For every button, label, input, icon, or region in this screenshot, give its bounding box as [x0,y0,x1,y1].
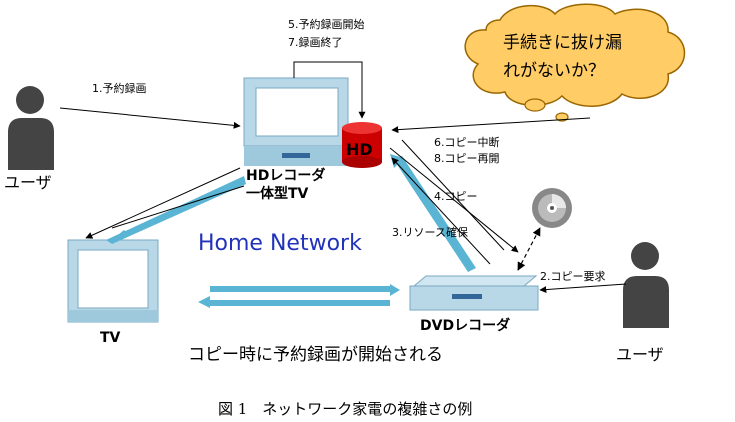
arrow-step2 [539,283,627,294]
arrow-tv-link-b [111,185,245,229]
step7-label: 7.録画終了 [288,35,343,49]
bottom-note: コピー時に予約録画が開始される [188,345,443,365]
step4-label: 4.コピー [434,190,478,203]
arrow-step3 [391,157,491,265]
dvd-disc-icon [532,188,572,228]
thick-arrow-dvd-to-tv [198,284,400,308]
thick-arrow-hd-to-dvd [390,154,476,272]
hd-badge-label: HD [346,140,373,159]
hd-recorder-tv-device [243,77,349,166]
step6-label: 6.コピー中断 [434,135,500,149]
thought-cloud: 手続きに抜け漏 れがないか？ [464,3,686,122]
user-left-label: ユーザ [4,173,52,192]
step1-label: 1.予約録画 [92,81,147,95]
arrow-step1 [59,107,241,129]
cloud-text-line1: 手続きに抜け漏 [503,33,622,53]
arrow-tv-link-a [85,167,241,239]
user-right-figure [623,242,669,328]
arrow-step5-loop [293,61,366,119]
network-label: Home Network [198,231,362,256]
hd-tv-label-line1: HDレコーダ [246,167,325,184]
tv-device [67,239,159,323]
hd-storage-icon [342,122,382,168]
hd-tv-label-line2: 一体型TV [246,185,309,202]
step8-label: 8.コピー再開 [434,152,500,165]
user-right-label: ユーザ [616,345,664,364]
step2-label: 2.コピー要求 [540,270,606,283]
dvd-label: DVDレコーダ [420,317,510,334]
figure-caption: 図 1 ネットワーク家電の複雑さの例 [218,400,472,418]
cloud-text-line2: れがないか？ [503,61,605,81]
user-left-figure [8,86,54,170]
dvd-recorder-device [409,275,539,311]
thick-arrow-hd-to-tv [106,176,246,244]
step5-label: 5.予約録画開始 [288,17,365,31]
arrow-step4 [401,139,505,251]
arrow-step6 [391,117,591,134]
arrow-step8 [389,147,519,253]
tv-label: TV [100,330,121,346]
disc-dvd-dashed-arrow [517,227,541,271]
step3-label: 3.リソース確保 [392,225,468,239]
